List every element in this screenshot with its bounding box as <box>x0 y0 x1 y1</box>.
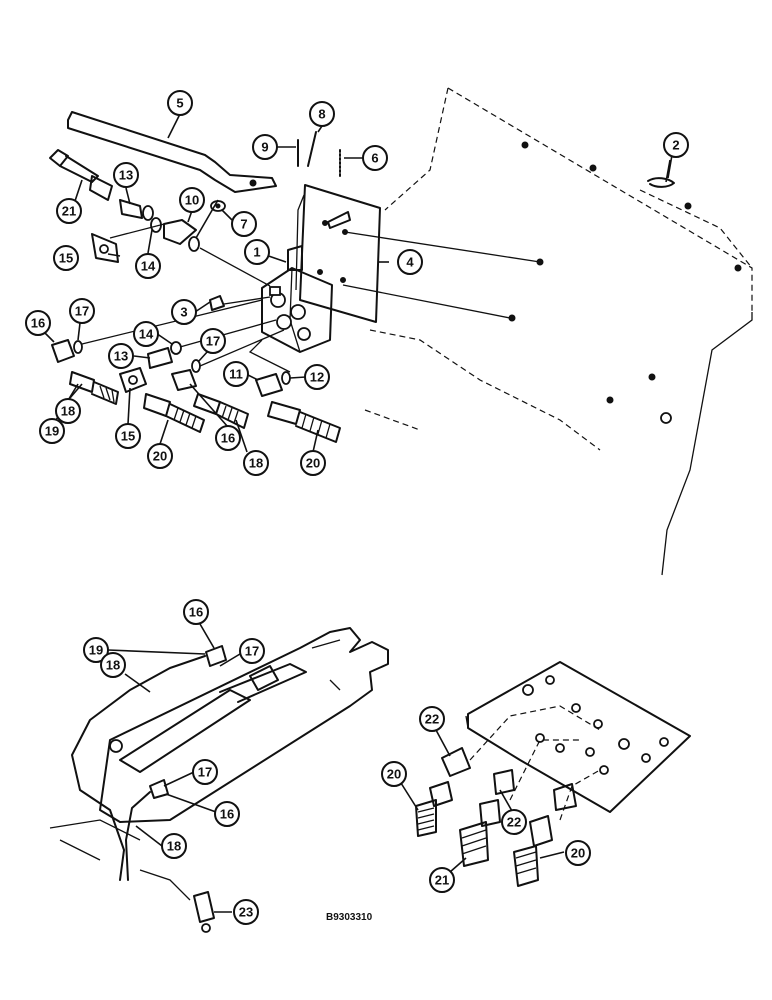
callout-label: 5 <box>176 96 183 111</box>
callout-16c: 16 <box>183 599 209 625</box>
callout-14b: 14 <box>133 321 159 347</box>
callout-label: 20 <box>306 456 320 471</box>
figure-id: B9303310 <box>326 912 373 923</box>
callout-8: 8 <box>309 101 335 127</box>
callout-label: 23 <box>239 905 253 920</box>
callout-23: 23 <box>233 899 259 925</box>
callout-label: 3 <box>180 305 187 320</box>
callout-label: 16 <box>220 807 234 822</box>
hydraulic-fittings-lower <box>51 299 341 443</box>
callout-15a: 15 <box>53 245 79 271</box>
callout-19b: 19 <box>83 637 109 663</box>
callout-19a: 19 <box>39 418 65 444</box>
callout-label: 2 <box>672 138 679 153</box>
callout-label: 18 <box>249 456 263 471</box>
callout-label: 20 <box>153 449 167 464</box>
control-valve <box>261 245 333 353</box>
callout-21a: 21 <box>56 198 82 224</box>
callout-label: 17 <box>198 765 212 780</box>
callout-label: 9 <box>261 140 268 155</box>
callout-label: 4 <box>406 255 414 270</box>
callout-10: 10 <box>179 187 205 213</box>
callout-11: 11 <box>223 361 249 387</box>
callout-17a: 17 <box>69 298 95 324</box>
callout-label: 7 <box>240 217 247 232</box>
callout-18a: 18 <box>55 398 81 424</box>
callout-22a: 22 <box>419 706 445 732</box>
callout-1: 1 <box>244 239 270 265</box>
callout-4: 4 <box>397 249 423 275</box>
callout-label: 10 <box>185 193 199 208</box>
callout-20a: 20 <box>147 443 173 469</box>
callout-label: 17 <box>245 644 259 659</box>
callout-label: 20 <box>571 846 585 861</box>
callout-9: 9 <box>252 134 278 160</box>
callout-22b: 22 <box>501 809 527 835</box>
callout-20d: 20 <box>565 840 591 866</box>
callout-7: 7 <box>231 211 257 237</box>
callout-17d: 17 <box>192 759 218 785</box>
callout-18b: 18 <box>243 450 269 476</box>
callout-14a: 14 <box>135 253 161 279</box>
callout-16a: 16 <box>25 310 51 336</box>
callout-label: 1 <box>253 245 260 260</box>
callout-label: 17 <box>206 334 220 349</box>
callout-17b: 17 <box>200 328 226 354</box>
callout-3: 3 <box>171 299 197 325</box>
callout-12: 12 <box>304 364 330 390</box>
callout-13b: 13 <box>108 343 134 369</box>
callout-label: 18 <box>61 404 75 419</box>
callout-5: 5 <box>167 90 193 116</box>
callout-label: 14 <box>139 327 154 342</box>
callout-20b: 20 <box>300 450 326 476</box>
callout-15b: 15 <box>115 423 141 449</box>
callout-label: 16 <box>31 316 45 331</box>
loader-arm-cylinder-assembly <box>49 627 389 933</box>
callout-label: 14 <box>141 259 156 274</box>
callout-label: 21 <box>435 873 449 888</box>
callout-label: 19 <box>45 424 59 439</box>
callout-label: 6 <box>371 151 378 166</box>
callout-label: 15 <box>59 251 73 266</box>
callout-label: 20 <box>387 767 401 782</box>
callout-18c: 18 <box>100 652 126 678</box>
callout-label: 8 <box>318 107 325 122</box>
callout-label: 11 <box>229 367 243 382</box>
callout-20c: 20 <box>381 761 407 787</box>
callout-label: 16 <box>189 605 203 620</box>
callout-label: 15 <box>121 429 135 444</box>
callout-label: 19 <box>89 643 103 658</box>
loader-side-panel <box>364 87 753 576</box>
callout-18d: 18 <box>161 833 187 859</box>
callout-16b: 16 <box>215 425 241 451</box>
callout-label: 18 <box>106 658 120 673</box>
callout-circles: 1 2 3 4 5 6 7 8 9 10 11 12 13 13 14 14 1… <box>25 90 689 925</box>
callout-label: 12 <box>310 370 324 385</box>
callout-label: 18 <box>167 839 181 854</box>
callout-2: 2 <box>663 132 689 158</box>
callout-label: 22 <box>507 815 521 830</box>
callout-17c: 17 <box>239 638 265 664</box>
callout-label: 21 <box>62 204 76 219</box>
hydraulic-fittings-top <box>49 149 271 311</box>
control-lever <box>67 111 277 193</box>
callout-label: 16 <box>221 431 235 446</box>
callout-label: 17 <box>75 304 89 319</box>
callout-label: 22 <box>425 712 439 727</box>
mounting-plate <box>295 184 544 323</box>
callout-21b: 21 <box>429 867 455 893</box>
callout-13a: 13 <box>113 162 139 188</box>
bulkhead-bracket <box>415 661 691 887</box>
callout-6: 6 <box>362 145 388 171</box>
callout-16d: 16 <box>214 801 240 827</box>
callout-label: 13 <box>119 168 133 183</box>
callout-label: 13 <box>114 349 128 364</box>
hairpin-clip <box>647 159 675 188</box>
